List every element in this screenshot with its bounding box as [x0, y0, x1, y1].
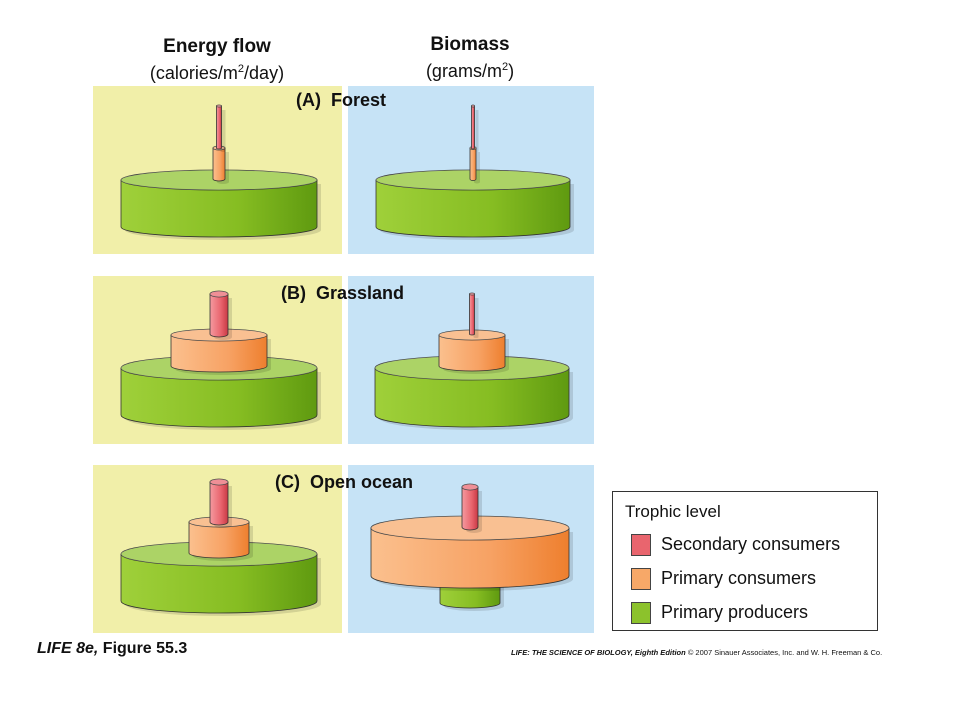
legend-title: Trophic level	[625, 502, 721, 521]
biomass-unit-post: )	[508, 61, 515, 81]
biomass-header: Biomass (grams/m2)	[340, 34, 600, 82]
energy-ocean-secondary-cylinder	[209, 478, 232, 528]
biomass-unit: (grams/m2)	[340, 56, 600, 82]
legend-swatch-secondary	[631, 534, 651, 556]
energy-unit-sup: 2	[237, 63, 245, 75]
energy-forest-primary-cylinder	[212, 145, 229, 184]
energy-flow-header: Energy flow (calories/m2/day)	[87, 36, 347, 84]
copyright-rest: © 2007 Sinauer Associates, Inc. and W. H…	[685, 648, 883, 657]
biomass-unit-sup: 2	[501, 61, 509, 73]
copyright-book: LIFE: THE SCIENCE OF BIOLOGY, Eighth Edi…	[511, 648, 686, 657]
caption-figure: Figure 55.3	[98, 640, 188, 657]
legend-label-secondary: Secondary consumers	[661, 534, 841, 554]
figure-caption: LIFE 8e, Figure 55.3	[37, 640, 187, 658]
energy-unit-pre: (calories/m	[149, 63, 238, 83]
energy-grassland-producers-cylinder	[120, 355, 321, 430]
legend-label-primary: Primary consumers	[661, 568, 817, 588]
energy-forest-secondary-cylinder	[216, 104, 226, 152]
copyright-note: LIFE: THE SCIENCE OF BIOLOGY, Eighth Edi…	[511, 648, 882, 657]
panel-label-grassland: (B) Grassland	[281, 283, 405, 303]
biomass-ocean-secondary-cylinder	[461, 483, 482, 533]
pyramid-shapes-layer	[120, 104, 574, 616]
energy-flow-unit: (calories/m2/day)	[87, 58, 347, 84]
energy-flow-title: Energy flow	[163, 36, 271, 57]
trophic-level-legend: Trophic level Secondary consumers Primar…	[612, 491, 878, 631]
caption-book: LIFE 8e,	[37, 640, 99, 657]
energy-grassland-secondary-cylinder	[209, 290, 232, 340]
biomass-grassland-producers-cylinder	[374, 355, 573, 430]
energy-forest-producers-cylinder	[120, 169, 321, 240]
biomass-forest-primary-cylinder	[469, 146, 480, 184]
legend-swatch-producers	[631, 602, 651, 624]
biomass-unit-pre: (grams/m	[425, 61, 502, 81]
legend-swatch-primary	[631, 568, 651, 590]
energy-ocean-producers-cylinder	[120, 541, 321, 616]
energy-unit-post: /day)	[244, 63, 285, 83]
biomass-ocean-primary-cylinder	[370, 515, 573, 591]
biomass-title: Biomass	[430, 34, 510, 55]
biomass-forest-secondary-cylinder	[471, 104, 479, 152]
panel-label-forest: (A) Forest	[296, 90, 386, 110]
energy-grassland-primary-cylinder	[170, 328, 271, 375]
biomass-grassland-secondary-cylinder	[469, 292, 479, 338]
panel-label-ocean: (C) Open ocean	[275, 472, 414, 492]
legend-label-producers: Primary producers	[661, 602, 809, 622]
